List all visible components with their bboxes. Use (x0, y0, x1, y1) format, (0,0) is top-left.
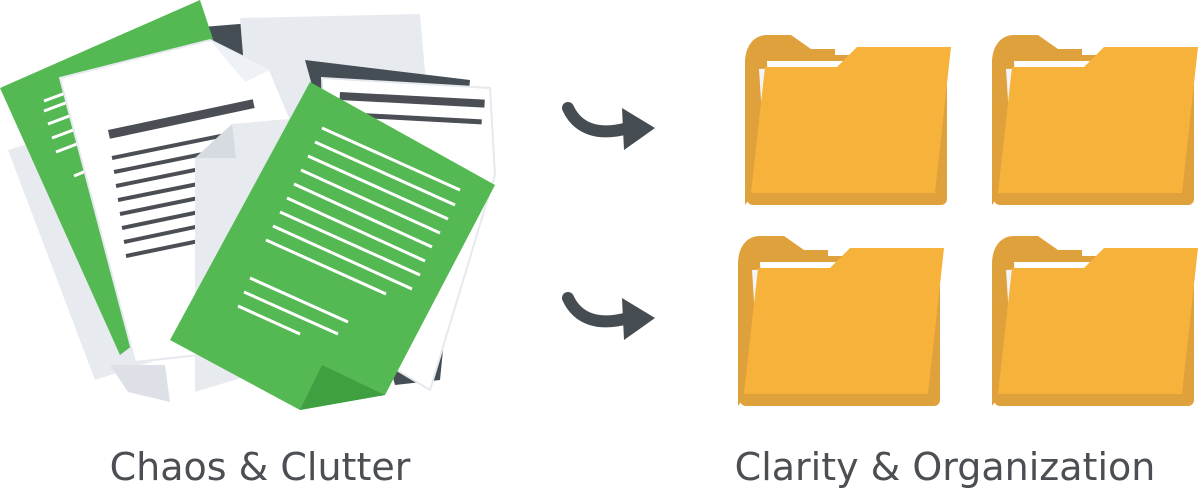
curved-arrow-icon (562, 102, 655, 150)
curved-arrow-icon (562, 292, 655, 340)
folder-icon (992, 35, 1198, 205)
folder-icon (745, 35, 951, 205)
chaos-caption: Chaos & Clutter (109, 445, 411, 489)
folder-icon (738, 236, 944, 406)
green-paper-front (170, 82, 495, 410)
folder-icon (992, 236, 1198, 406)
messy-documents-icon (0, 0, 497, 410)
organization-caption: Clarity & Organization (734, 445, 1156, 489)
